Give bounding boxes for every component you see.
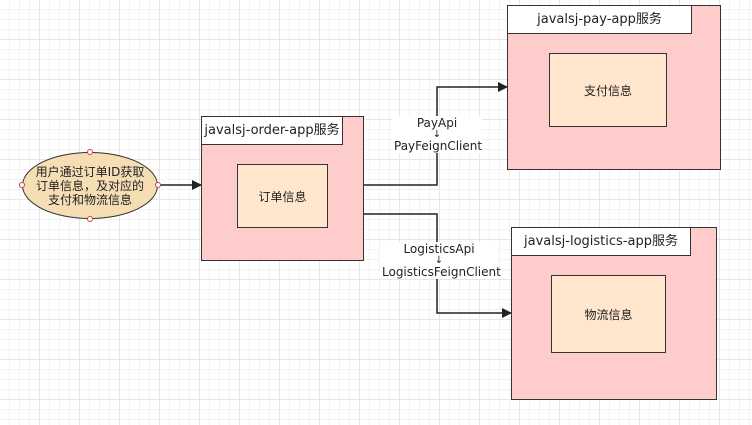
pay-info-box[interactable]: 支付信息 <box>549 53 667 127</box>
pay-info-label: 支付信息 <box>583 83 632 98</box>
order-service-title: javalsj-order-app服务 <box>201 116 343 145</box>
logistics-info-box[interactable]: 物流信息 <box>551 275 666 353</box>
ellipse-handle-left[interactable] <box>19 182 25 188</box>
ellipse-handle-top[interactable] <box>87 149 93 155</box>
logistics-service-title: javalsj-logistics-app服务 <box>511 227 691 256</box>
pay-api-label: PayApi <box>416 116 458 130</box>
user-request-node[interactable]: 用户通过订单ID获取订单信息，及对应的支付和物流信息 <box>22 152 158 219</box>
pay-edge-down-arrow-icon: ↓ <box>432 129 442 140</box>
user-request-text: 用户通过订单ID获取订单信息，及对应的支付和物流信息 <box>35 164 145 207</box>
pay-edge-label: PayApi ↓ PayFeignClient <box>392 116 482 153</box>
ellipse-handle-right[interactable] <box>155 182 161 188</box>
pay-service-title: javalsj-pay-app服务 <box>507 5 692 34</box>
order-info-label: 订单信息 <box>258 189 307 204</box>
logistics-edge-down-arrow-icon: ↓ <box>434 255 444 266</box>
logistics-client-label: LogisticsFeignClient <box>382 265 501 279</box>
order-service-node[interactable]: javalsj-order-app服务 订单信息 <box>201 116 364 261</box>
ellipse-handle-bottom[interactable] <box>87 216 93 222</box>
pay-client-label: PayFeignClient <box>394 139 483 153</box>
logistics-api-label: LogisticsApi <box>403 242 475 256</box>
logistics-edge-label: LogisticsApi ↓ LogisticsFeignClient <box>380 242 501 279</box>
logistics-service-node[interactable]: javalsj-logistics-app服务 物流信息 <box>511 227 717 400</box>
logistics-info-label: 物流信息 <box>584 307 633 322</box>
pay-service-node[interactable]: javalsj-pay-app服务 支付信息 <box>507 5 721 170</box>
order-info-box[interactable]: 订单信息 <box>237 164 328 228</box>
